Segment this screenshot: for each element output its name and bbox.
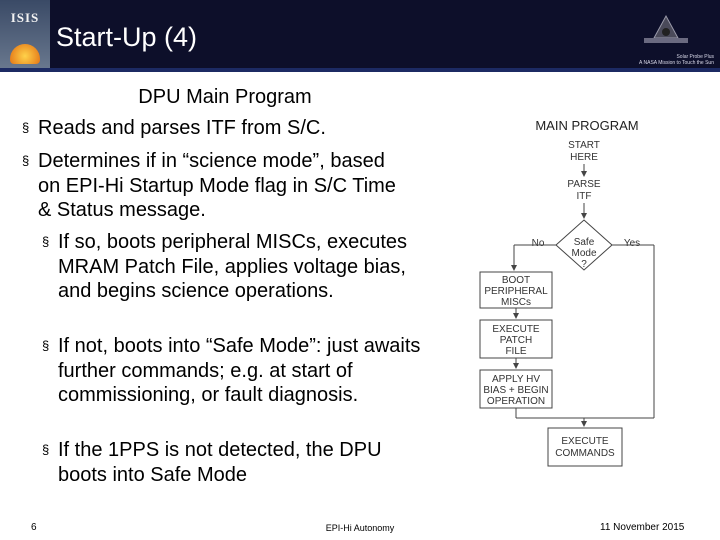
main-program-flowchart: MAIN PROGRAM START HERE PARSE ITF Safe M…	[479, 118, 655, 467]
decision-diamond	[555, 219, 613, 271]
isis-logo: ISIS	[0, 0, 50, 72]
start-line-1: START	[568, 140, 600, 151]
tagline-line-1: Solar Probe Plus	[676, 54, 714, 60]
tagline-line-2: A NASA Mission to Touch the Sun	[639, 60, 714, 66]
parse-line-1: PARSE	[567, 179, 600, 190]
bullet-text: If the 1PPS is not detected, the DPU boo…	[58, 439, 382, 486]
bullet-text: Reads and parses ITF from S/C.	[38, 117, 326, 139]
boot-box	[479, 271, 553, 309]
mission-tagline: Solar Probe Plus A NASA Mission to Touch…	[639, 54, 714, 66]
boot-line-2: PERIPHERAL	[484, 286, 548, 297]
bias-line-3: OPERATION	[487, 396, 545, 407]
start-line-2: HERE	[570, 152, 598, 163]
patch-line-3: FILE	[505, 346, 526, 357]
footer-date: 11 November 2015	[600, 522, 685, 533]
execute-box	[547, 427, 623, 467]
slide-title: Start-Up (4)	[56, 22, 198, 52]
yes-label: Yes	[624, 238, 640, 249]
bullet-marker: §	[42, 234, 50, 249]
bullet-marker: §	[42, 338, 50, 353]
bullet-marker: §	[22, 120, 30, 135]
flowchart-title: MAIN PROGRAM	[535, 118, 638, 133]
execute-line-1: EXECUTE	[561, 436, 609, 447]
execute-line-2: COMMANDS	[555, 448, 615, 459]
bullet-text: If so, boots peripheral MISCs, executes …	[58, 231, 408, 302]
bullet-text: If not, boots into “Safe Mode”: just awa…	[58, 335, 421, 406]
bias-box	[479, 369, 553, 409]
header-underline	[0, 68, 720, 72]
solar-probe-icon	[644, 14, 688, 43]
bullet-text: Determines if in “science mode”, based o…	[38, 150, 396, 221]
bias-line-2: BIAS + BEGIN	[483, 385, 548, 396]
decision-line-2: Mode	[571, 248, 596, 259]
no-label: No	[532, 238, 545, 249]
page-number: 6	[31, 522, 37, 533]
patch-box	[479, 319, 553, 359]
patch-line-2: PATCH	[500, 335, 532, 346]
boot-line-3: MISCs	[501, 297, 531, 308]
logo-text: ISIS	[10, 10, 40, 25]
bullet-marker: §	[22, 153, 30, 168]
patch-line-1: EXECUTE	[492, 324, 540, 335]
content-heading: DPU Main Program	[138, 86, 312, 108]
slide-header: ISIS Start-Up (4) Solar Probe Plus A NAS…	[0, 0, 720, 72]
sun-icon	[10, 44, 40, 64]
bias-line-1: APPLY HV	[492, 374, 540, 385]
parse-line-2: ITF	[577, 191, 592, 202]
footer-title: EPI-Hi Autonomy	[325, 523, 395, 533]
decision-line-3: ?	[581, 259, 587, 270]
boot-line-1: BOOT	[502, 275, 530, 286]
decision-line-1: Safe	[574, 237, 595, 248]
bullet-marker: §	[42, 442, 50, 457]
